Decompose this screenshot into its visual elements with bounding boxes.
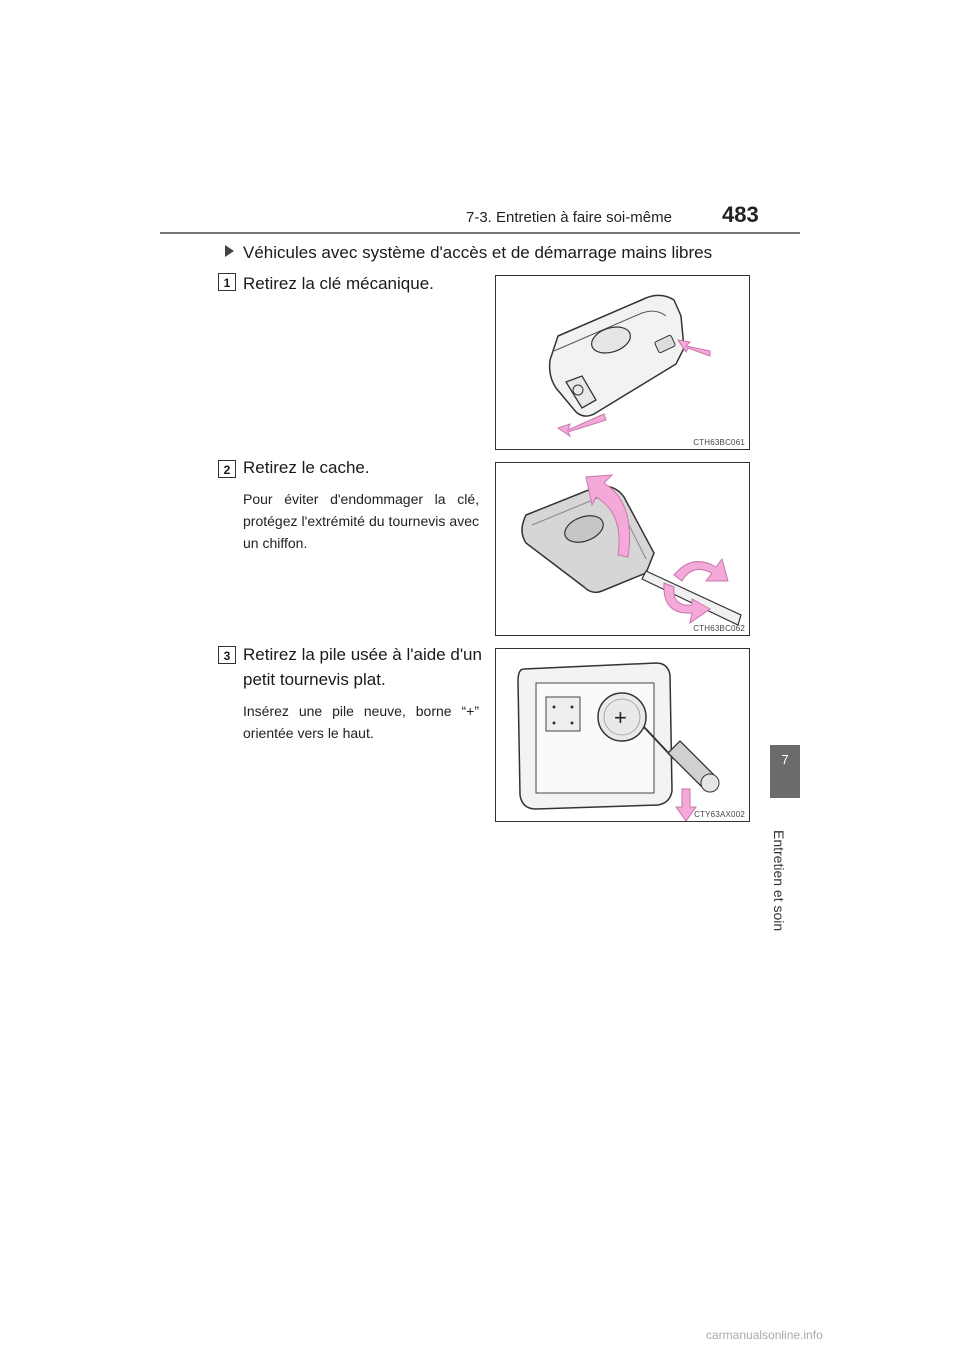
step-title: Retirez la pile usée à l'aide d'un petit…	[243, 645, 482, 689]
triangle-bullet-icon	[225, 245, 234, 257]
cover-removal-illustration	[521, 474, 742, 626]
step-note: Insérez une pile neuve, borne “+” orient…	[243, 703, 479, 741]
section-heading: Véhicules avec système d'accès et de dém…	[225, 243, 712, 263]
chapter-tab	[770, 745, 800, 798]
step-title: Retirez la clé mécanique.	[243, 274, 434, 293]
page-number: 483	[722, 202, 759, 227]
figure-replace-battery: + CTY63AX002	[495, 648, 750, 822]
chapter-tab-number: 7	[781, 752, 789, 767]
figure-code: CTH63BC062	[693, 624, 745, 633]
key-fob-illustration	[548, 294, 711, 438]
step-number-badge: 1	[218, 273, 236, 291]
section-heading-text: Véhicules avec système d'accès et de dém…	[243, 243, 713, 262]
step-number-badge: 3	[218, 646, 236, 664]
figure-code: CTY63AX002	[694, 810, 745, 819]
step-note: Pour éviter d'endommager la clé, protége…	[243, 491, 479, 551]
step-number-badge: 2	[218, 460, 236, 478]
figure-remove-cover: CTH63BC062	[495, 462, 750, 636]
figure-code: CTH63BC061	[693, 438, 745, 447]
watermark: carmanualsonline.info	[706, 1328, 823, 1342]
step-title: Retirez le cache.	[243, 458, 370, 477]
battery-replacement-illustration: +	[517, 662, 720, 821]
chapter-tab-label: Entretien et soin	[771, 830, 787, 932]
battery-plus-symbol: +	[614, 705, 627, 730]
running-header-title: 7-3. Entretien à faire soi-même	[466, 209, 672, 226]
header-divider	[160, 232, 800, 234]
figure-remove-mechanical-key: CTH63BC061	[495, 275, 750, 450]
